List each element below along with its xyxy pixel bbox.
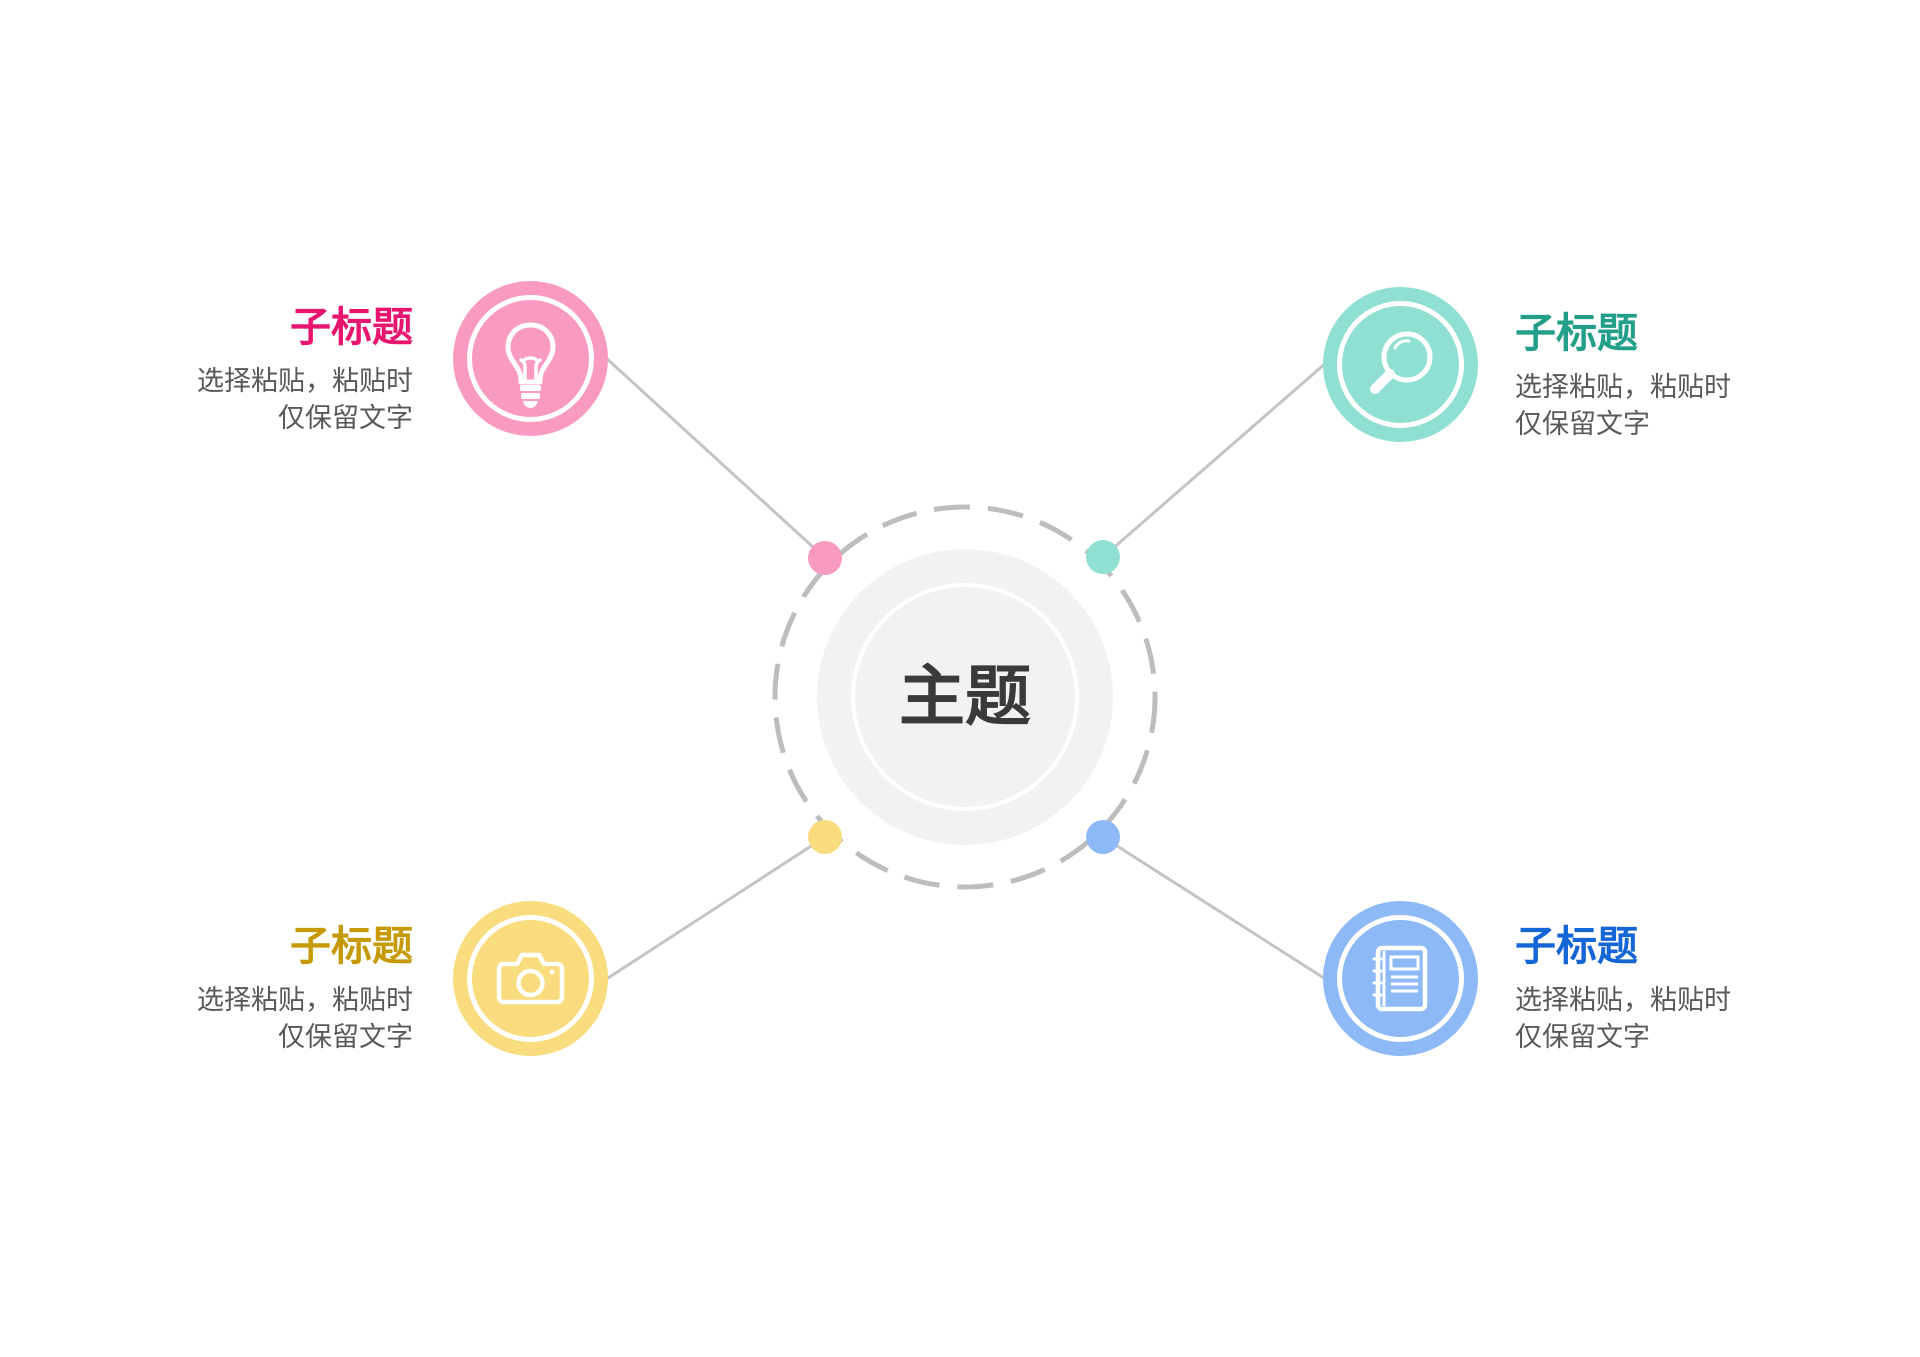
center-inner-ring (851, 583, 1079, 811)
connector-top-right (1102, 360, 1328, 559)
camera-icon (496, 952, 565, 1005)
notebook-icon (1372, 945, 1428, 1012)
description-top-right: 选择粘贴，粘贴时 仅保留文字 (1515, 369, 1755, 443)
description-bottom-left: 选择粘贴，粘贴时 仅保留文字 (173, 982, 413, 1056)
icon-inner-ring (467, 915, 594, 1042)
description-line-1: 选择粘贴，粘贴时 (1515, 985, 1731, 1016)
connector-bottom-right (1102, 835, 1328, 982)
dot-top-left (808, 541, 842, 575)
description-line-1: 选择粘贴，粘贴时 (1515, 372, 1731, 403)
subtitle-bottom-right: 子标题 (1515, 922, 1638, 970)
description-line-2: 仅保留文字 (278, 1022, 413, 1053)
center-topic-circle (817, 549, 1113, 845)
icon-inner-ring (467, 295, 594, 422)
description-line-2: 仅保留文字 (1515, 409, 1650, 440)
connector-top-left (603, 355, 827, 560)
subtitle-bottom-left: 子标题 (290, 922, 413, 970)
dashed-outer-ring (772, 504, 1158, 890)
description-line-1: 选择粘贴，粘贴时 (197, 985, 413, 1016)
description-line-2: 仅保留文字 (278, 403, 413, 434)
description-top-left: 选择粘贴，粘贴时 仅保留文字 (173, 363, 413, 437)
magnifier-icon (1370, 331, 1433, 394)
description-line-2: 仅保留文字 (1515, 1022, 1650, 1053)
dot-bottom-right (1086, 820, 1120, 854)
icon-circle-top-right (1323, 287, 1478, 442)
description-line-1: 选择粘贴，粘贴时 (197, 366, 413, 397)
subtitle-top-left: 子标题 (290, 303, 413, 351)
lightbulb-icon (505, 322, 556, 408)
icon-inner-ring (1337, 301, 1464, 428)
center-topic-title: 主题 (899, 658, 1031, 735)
dot-top-right (1086, 540, 1120, 574)
icon-circle-bottom-left (453, 901, 608, 1056)
icon-circle-bottom-right (1323, 901, 1478, 1056)
subtitle-top-right: 子标题 (1515, 309, 1638, 357)
description-bottom-right: 选择粘贴，粘贴时 仅保留文字 (1515, 982, 1755, 1056)
icon-circle-top-left (453, 281, 608, 436)
dot-bottom-left (808, 820, 842, 854)
icon-inner-ring (1337, 915, 1464, 1042)
connector-bottom-left (604, 835, 826, 982)
